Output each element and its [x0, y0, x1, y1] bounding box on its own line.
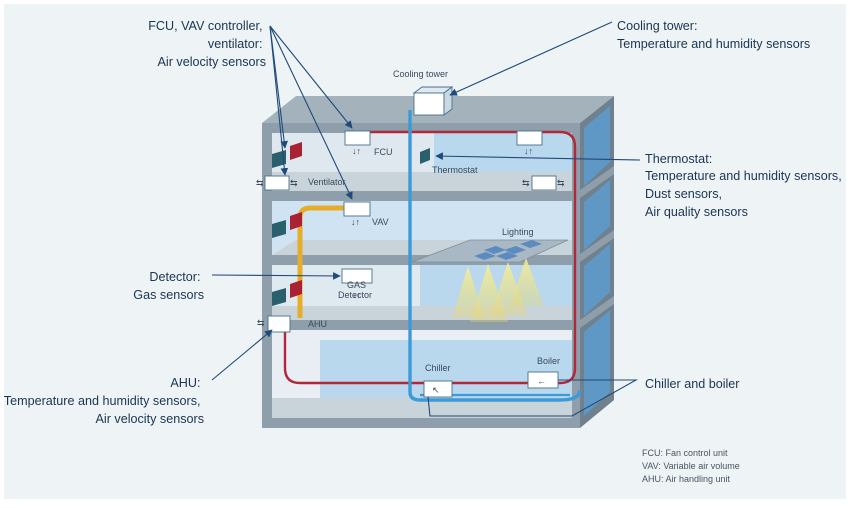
ventilator-unit-left: ⇆ ⇆	[256, 175, 298, 191]
svg-text:←: ←	[537, 376, 546, 386]
label-ventilator: Ventilator	[308, 177, 346, 187]
svg-text:⇆: ⇆	[257, 318, 265, 328]
legend-fcu: FCU: Fan control unit	[642, 448, 728, 458]
svg-text:⇆: ⇆	[256, 178, 264, 188]
fcu-unit-left: ↓↑	[344, 130, 371, 156]
fcu-unit-right: ↓↑	[516, 130, 543, 156]
label-detector: Detector	[338, 290, 372, 300]
ahu-unit: ⇆	[257, 315, 291, 333]
legend: FCU: Fan control unit VAV: Variable air …	[642, 448, 740, 484]
label-cooling-tower: Cooling tower	[393, 69, 448, 79]
callout-chiller-boiler: Chiller and boiler	[645, 377, 740, 391]
boiler-unit: ←	[527, 371, 559, 389]
label-lighting: Lighting	[502, 227, 534, 237]
svg-text:⇆: ⇆	[557, 178, 565, 188]
wall-panels	[272, 142, 302, 306]
callout-ahu: AHU: Temperature and humidity sensors, A…	[4, 376, 204, 426]
callout-cooling-tower: Cooling tower: Temperature and humidity …	[617, 19, 810, 51]
equipment-labels: Cooling tower FCU Thermostat Ventilator …	[308, 69, 560, 373]
chiller-unit: ↖	[423, 380, 453, 398]
svg-text:⇆: ⇆	[290, 178, 298, 188]
callout-detector: Detector: Gas sensors	[133, 270, 204, 302]
hot-water-pipe	[283, 130, 577, 385]
label-gas: GAS	[347, 280, 366, 290]
ventilator-unit-right: ⇆ ⇆	[522, 175, 565, 191]
label-boiler: Boiler	[537, 356, 560, 366]
callout-lines	[211, 21, 641, 417]
cooling-water-pipe	[408, 110, 582, 402]
svg-text:⇆: ⇆	[522, 178, 530, 188]
vav-unit: ↓↑	[343, 201, 371, 227]
callout-fcu-vav-ventilator: FCU, VAV controller, ventilator: Air vel…	[148, 19, 266, 69]
legend-ahu: AHU: Air handling unit	[642, 474, 731, 484]
gas-detector-unit: ↓↑	[341, 268, 373, 300]
svg-text:↓↑: ↓↑	[351, 217, 360, 227]
cooling-tower-unit	[412, 86, 454, 116]
label-fcu: FCU	[374, 147, 393, 157]
label-ahu: AHU	[308, 319, 327, 329]
svg-text:↓↑: ↓↑	[352, 290, 361, 300]
svg-text:↓↑: ↓↑	[524, 146, 533, 156]
equipment: ↓↑ ↓↑ ⇆ ⇆ ⇆ ⇆ ↓↑ ↓↑ ⇆	[256, 86, 565, 398]
callout-thermostat: Thermostat: Temperature and humidity sen…	[645, 152, 845, 219]
label-vav: VAV	[372, 217, 389, 227]
label-chiller: Chiller	[425, 363, 451, 373]
callout-texts: FCU, VAV controller, ventilator: Air vel…	[4, 19, 845, 426]
thermostat-device	[420, 148, 430, 164]
label-thermostat: Thermostat	[432, 165, 478, 175]
lighting-fixture	[411, 239, 569, 322]
svg-text:↓↑: ↓↑	[352, 146, 361, 156]
svg-text:↖: ↖	[432, 385, 440, 395]
legend-vav: VAV: Variable air volume	[642, 461, 740, 471]
